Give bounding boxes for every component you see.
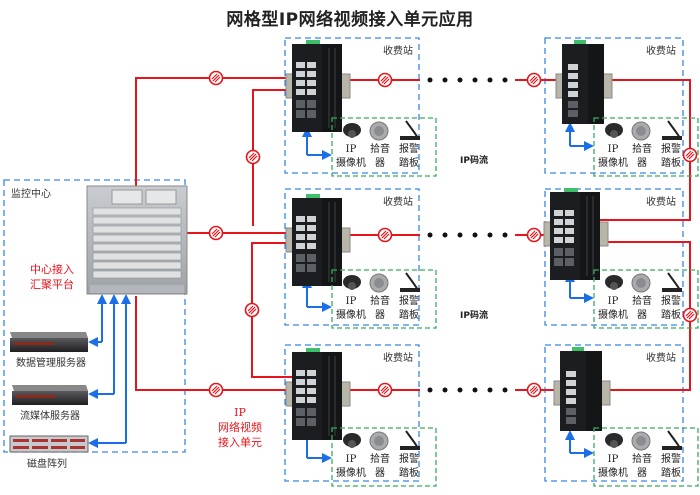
unit-label-line1: IP (234, 406, 246, 419)
pedal-label: 报警踏板 (396, 143, 422, 171)
camera-label-l2: 摄像机 (336, 468, 366, 479)
camera-label: IP 摄像机 (332, 453, 370, 481)
endpoint-labels-r1c1: IP 摄像机 拾音器 报警踏板 (332, 143, 436, 175)
camera-label: IP 摄像机 (594, 143, 632, 171)
camera-label-l1: IP (607, 296, 619, 307)
unit-label-line2: 网络视频 (218, 421, 262, 434)
camera-label: IP 摄像机 (594, 453, 632, 481)
stream-server-label: 流媒体服务器 (20, 411, 80, 422)
pedal-label-l2: 踏板 (399, 158, 419, 169)
station-label-r3c1: 收费站 (383, 353, 413, 364)
core-switch-chassis-icon (86, 185, 188, 295)
mic-label: 拾音器 (368, 295, 392, 323)
pedal-label-l1: 报警 (399, 296, 419, 307)
station-label-r3c2: 收费站 (646, 353, 676, 364)
mic-label: 拾音器 (368, 143, 392, 171)
stream-label-2: IP码流 (460, 311, 488, 321)
endpoint-labels-r2c2: IP 摄像机 拾音器 报警踏板 (594, 295, 698, 327)
camera-label-l1: IP (607, 144, 619, 155)
station-zone-r3c2 (544, 344, 684, 482)
pedal-label-l1: 报警 (661, 144, 681, 155)
pedal-label-l2: 踏板 (661, 158, 681, 169)
fiber-break-dots (427, 77, 508, 393)
mic-label: 拾音器 (368, 453, 392, 481)
pedal-label-l2: 踏板 (661, 468, 681, 479)
unit-label-line3: 接入单元 (218, 436, 262, 449)
core-platform-label: 中心接入 汇聚平台 (30, 262, 74, 292)
access-unit-label: IP 网络视频 接入单元 (218, 405, 262, 450)
station-zone-r1c2 (544, 37, 684, 174)
station-label-r2c2: 收费站 (646, 197, 676, 208)
camera-label-l2: 摄像机 (598, 158, 628, 169)
mic-label-l1: 拾音 (370, 144, 390, 155)
data-server-icon (10, 332, 88, 352)
mic-label-l2: 器 (375, 310, 385, 321)
stream-label-1: IP码流 (460, 156, 488, 166)
monitor-center-zone (3, 179, 186, 453)
station-label-r1c2: 收费站 (646, 46, 676, 57)
station-label-r2c1: 收费站 (383, 197, 413, 208)
pedal-label: 报警踏板 (658, 453, 684, 481)
mic-label-l1: 拾音 (632, 144, 652, 155)
endpoint-labels-r1c2: IP 摄像机 拾音器 报警踏板 (594, 143, 698, 175)
pedal-label-l1: 报警 (661, 454, 681, 465)
station-zone-r2c1 (284, 188, 420, 326)
mic-label-l1: 拾音 (370, 296, 390, 307)
switch-r2c1-icon (285, 193, 351, 287)
pedal-label-l2: 踏板 (399, 468, 419, 479)
pedal-label: 报警踏板 (658, 295, 684, 323)
mic-label-l2: 器 (375, 158, 385, 169)
camera-label-l1: IP (345, 454, 357, 465)
camera-label-l1: IP (607, 454, 619, 465)
pedal-label: 报警踏板 (396, 295, 422, 323)
station-label-r1c1: 收费站 (383, 46, 413, 57)
pedal-label-l2: 踏板 (399, 310, 419, 321)
mic-label-l2: 器 (637, 468, 647, 479)
endpoint-labels-r3c2: IP 摄像机 拾音器 报警踏板 (594, 453, 698, 485)
mic-label: 拾音器 (630, 295, 654, 323)
mic-label: 拾音器 (630, 453, 654, 481)
mic-label-l1: 拾音 (632, 454, 652, 465)
page-title: 网格型IP网络视频接入单元应用 (226, 10, 474, 30)
endpoint-labels-r3c1: IP 摄像机 拾音器 报警踏板 (332, 453, 436, 485)
camera-label-l2: 摄像机 (598, 468, 628, 479)
mic-label-l2: 器 (637, 158, 647, 169)
switch-r3c2-icon (553, 346, 611, 432)
switch-r2c2-icon (543, 187, 609, 281)
mic-label-l1: 拾音 (370, 454, 390, 465)
data-server-label: 数据管理服务器 (16, 358, 86, 369)
switch-r1c2-icon (555, 39, 613, 125)
station-zone-r2c2 (544, 188, 684, 326)
endpoint-labels-r2c1: IP 摄像机 拾音器 报警踏板 (332, 295, 436, 327)
disk-array-icon (9, 435, 89, 453)
pedal-label-l1: 报警 (661, 296, 681, 307)
pedal-label: 报警踏板 (658, 143, 684, 171)
ethernet-links (88, 294, 131, 448)
mic-label-l2: 器 (637, 310, 647, 321)
camera-label-l1: IP (345, 144, 357, 155)
pedal-label: 报警踏板 (396, 453, 422, 481)
core-label-line1: 中心接入 (30, 263, 74, 276)
mic-label-l2: 器 (375, 468, 385, 479)
camera-label-l2: 摄像机 (598, 310, 628, 321)
stream-server-icon (12, 385, 88, 405)
camera-label-l2: 摄像机 (336, 310, 366, 321)
station-zone-r3c1 (284, 344, 420, 482)
mic-label: 拾音器 (630, 143, 654, 171)
camera-label-l2: 摄像机 (336, 158, 366, 169)
camera-label: IP 摄像机 (594, 295, 632, 323)
camera-label: IP 摄像机 (332, 143, 370, 171)
switch-r3c1-icon (285, 347, 351, 441)
pedal-label-l2: 踏板 (661, 310, 681, 321)
station-zone-r1c1 (284, 37, 420, 174)
pedal-label-l1: 报警 (399, 144, 419, 155)
mic-label-l1: 拾音 (632, 296, 652, 307)
camera-label-l1: IP (345, 296, 357, 307)
disk-array-label: 磁盘阵列 (27, 459, 67, 470)
monitor-center-label: 监控中心 (11, 189, 51, 200)
core-label-line2: 汇聚平台 (30, 278, 74, 291)
camera-label: IP 摄像机 (332, 295, 370, 323)
pedal-label-l1: 报警 (399, 454, 419, 465)
